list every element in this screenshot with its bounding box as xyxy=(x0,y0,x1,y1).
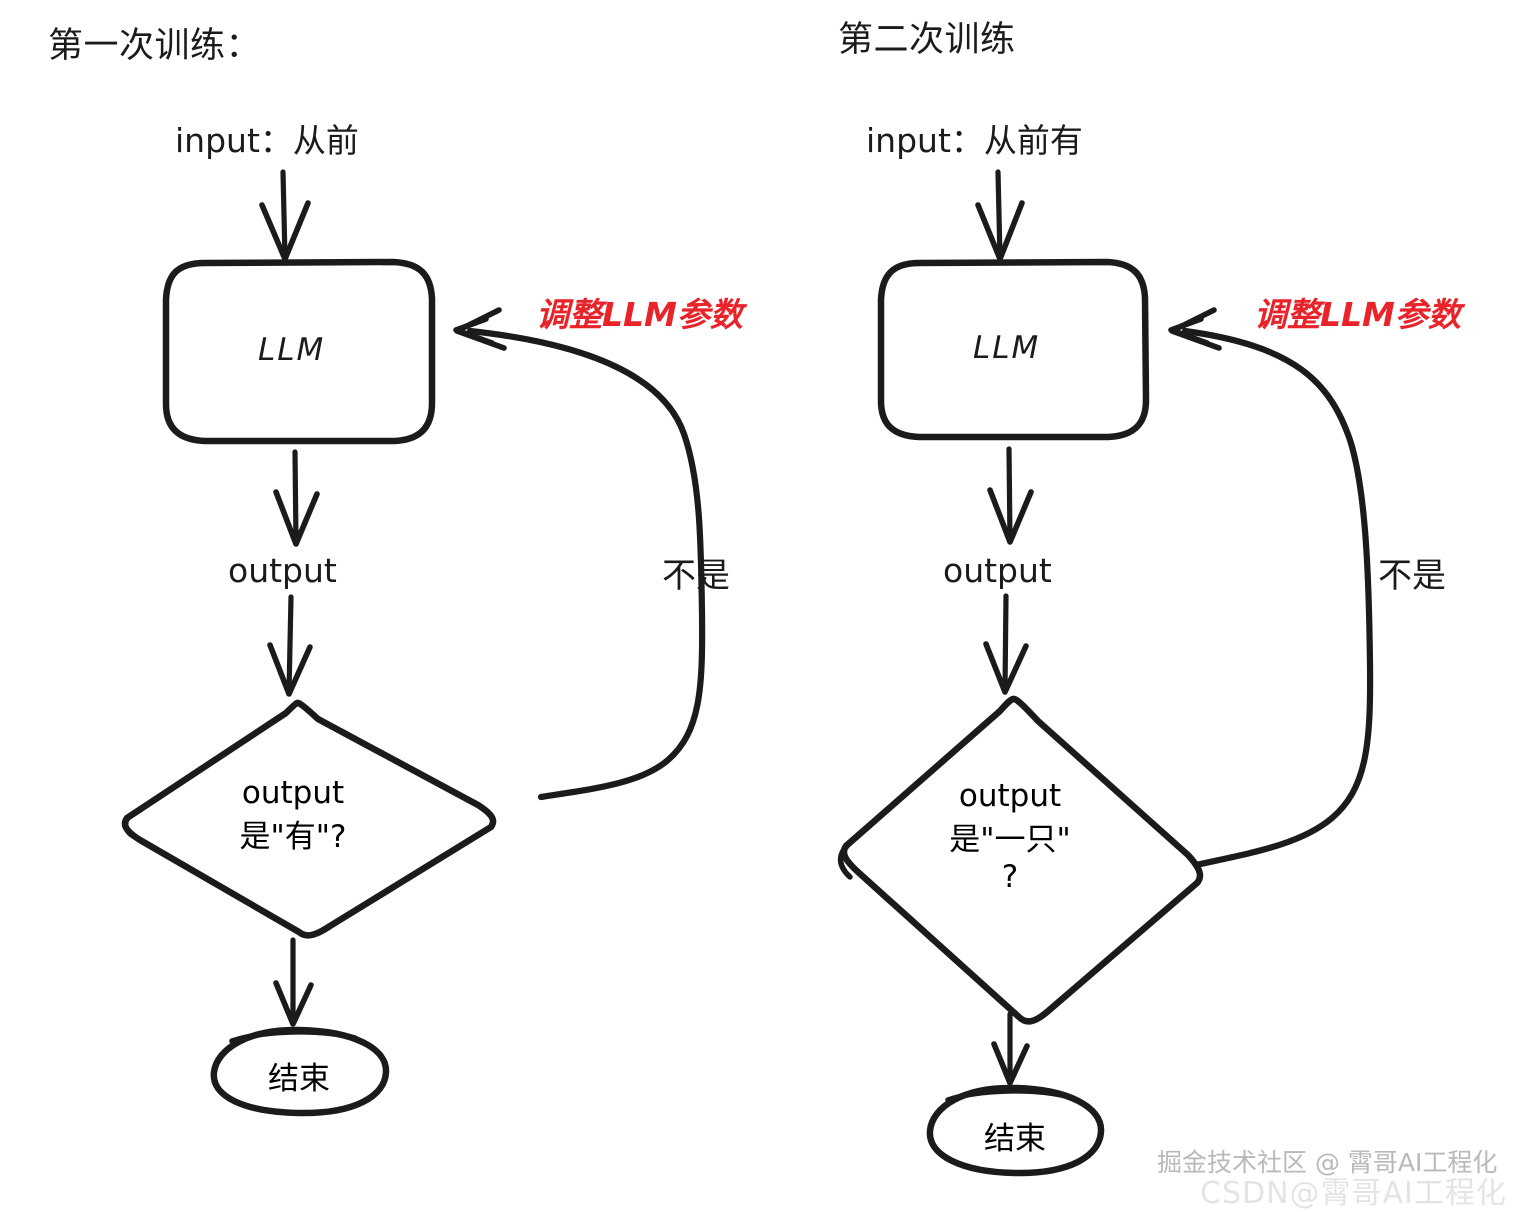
output-label-second: output xyxy=(943,551,1052,590)
decision-label-second: output 是"一只" ? xyxy=(949,778,1071,895)
right-output-to-decision-arrow xyxy=(983,593,1029,695)
terminal-label-first: 结束 xyxy=(268,1061,330,1097)
watermark-juejin: 掘金技术社区 @ 霄哥AI工程化 xyxy=(1157,1148,1498,1177)
input-label-second: input：从前有 xyxy=(866,121,1083,160)
feedback-label-second: 调整LLM参数 xyxy=(1254,295,1461,334)
terminal-label-second: 结束 xyxy=(984,1121,1046,1157)
left-input-to-llm-arrow xyxy=(259,169,311,262)
branch-label-second: 不是 xyxy=(1378,556,1446,596)
left-llm-box xyxy=(162,258,436,445)
right-input-to-llm-arrow xyxy=(975,169,1025,262)
feedback-label-first: 调整LLM参数 xyxy=(536,295,743,334)
section-title-first: 第一次训练： xyxy=(48,26,262,66)
right-llm-to-output-arrow xyxy=(987,446,1034,545)
right-feedback-curve xyxy=(1168,307,1374,869)
llm-node-label-second: LLM xyxy=(973,330,1041,366)
left-feedback-curve xyxy=(453,307,706,801)
watermark-csdn: CSDN@霄哥AI工程化 xyxy=(1200,1176,1507,1211)
left-decision-diamond xyxy=(121,699,497,939)
left-output-to-decision-arrow xyxy=(267,594,313,697)
right-decision-to-end-arrow xyxy=(991,1011,1030,1086)
left-llm-to-output-arrow xyxy=(273,449,320,547)
right-decision-diamond xyxy=(837,695,1204,1025)
right-terminal-ellipse xyxy=(926,1084,1105,1177)
section-title-second: 第二次训练 xyxy=(838,20,1016,60)
input-label-first: input：从前 xyxy=(175,121,359,160)
llm-node-label-first: LLM xyxy=(258,332,326,368)
decision-label-first: output 是"有"? xyxy=(239,775,347,855)
branch-label-first: 不是 xyxy=(662,556,730,596)
output-label-first: output xyxy=(228,551,337,590)
right-llm-box xyxy=(877,258,1150,441)
left-terminal-ellipse xyxy=(210,1026,390,1117)
left-decision-to-end-arrow xyxy=(273,937,314,1027)
